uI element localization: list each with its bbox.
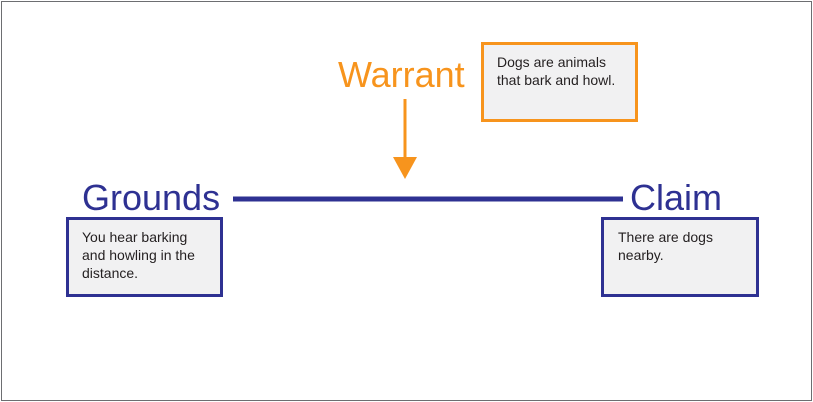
warrant-note: Dogs are animals that bark and howl. bbox=[481, 42, 638, 122]
claim-title: Claim bbox=[630, 177, 723, 218]
grounds-title: Grounds bbox=[82, 177, 221, 218]
grounds-note: You hear barking and howling in the dist… bbox=[66, 217, 223, 297]
claim-note-text: There are dogs nearby. bbox=[618, 229, 713, 263]
grounds-note-text: You hear barking and howling in the dist… bbox=[82, 229, 195, 281]
claim-note: There are dogs nearby. bbox=[601, 217, 759, 297]
warrant-arrow-head bbox=[393, 157, 417, 179]
warrant-title: Warrant bbox=[338, 54, 465, 95]
warrant-note-text: Dogs are animals that bark and howl. bbox=[497, 54, 616, 88]
